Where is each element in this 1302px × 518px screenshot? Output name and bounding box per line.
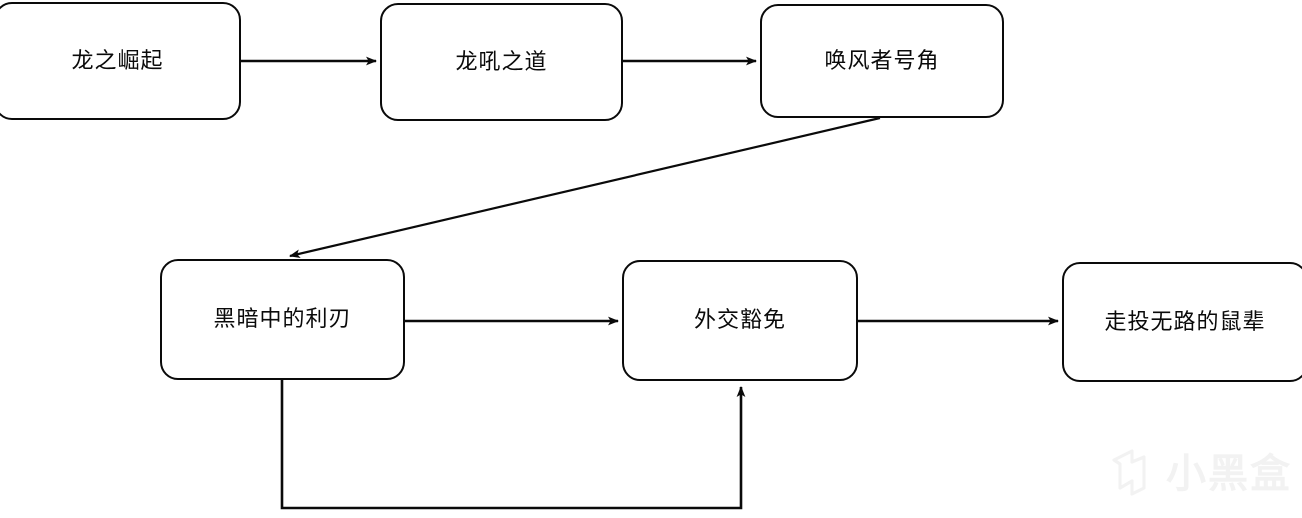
node-label: 黑暗中的利刃 [213, 306, 352, 332]
node-heianzhongdelirenb[interactable]: 黑暗中的利刃 [160, 259, 405, 380]
xiaoheihe-logo-icon [1110, 448, 1156, 500]
edge-n3-to-n4 [289, 116, 881, 259]
watermark-text: 小黑盒 [1166, 452, 1292, 496]
node-waijiaohuomian[interactable]: 外交豁免 [622, 260, 858, 381]
node-huanfengzhehaojiao[interactable]: 唤风者号角 [760, 4, 1004, 118]
node-label: 外交豁免 [693, 307, 786, 333]
node-label: 走投无路的鼠辈 [1104, 308, 1266, 334]
node-zoutouwuludeshubei[interactable]: 走投无路的鼠辈 [1062, 262, 1302, 382]
node-label: 唤风者号角 [824, 47, 940, 73]
node-label: 龙吼之道 [455, 48, 548, 74]
node-longzhijueqi[interactable]: 龙之崛起 [0, 2, 241, 120]
watermark: 小黑盒 [1110, 448, 1292, 500]
edge-n4-to-n5-feedback [280, 380, 746, 510]
node-label: 龙之崛起 [71, 47, 164, 73]
node-longhouzhidao[interactable]: 龙吼之道 [380, 3, 623, 121]
